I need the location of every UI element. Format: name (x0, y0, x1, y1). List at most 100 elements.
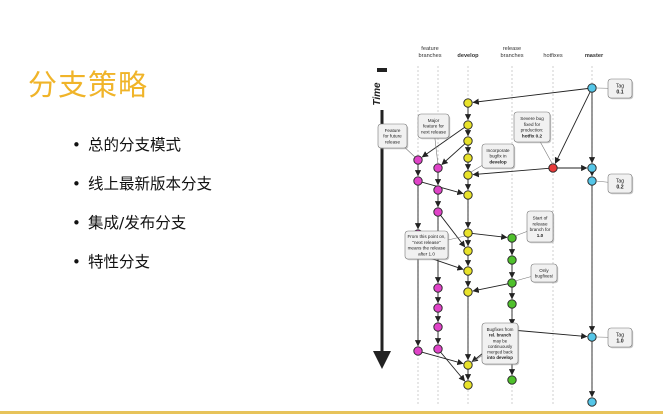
callout-line: production: (521, 128, 544, 133)
callout-line: bugfix in (489, 154, 507, 159)
commit-edge (472, 167, 549, 178)
callout-line: hotfix 0.2 (522, 133, 543, 138)
commit-node (587, 397, 597, 407)
bullet-text: 线上最新版本分支 (88, 175, 213, 193)
commit-node (463, 153, 473, 163)
bullet-item: • 集成/发布分支 (70, 214, 212, 253)
commit-node (587, 83, 597, 93)
column-header-line: develop (457, 53, 479, 59)
commit-node (507, 255, 517, 265)
callout-line: Severe bug (520, 116, 544, 121)
commit-node (463, 360, 473, 370)
column-header: hotfixes (543, 53, 562, 59)
column-header-line: feature (421, 46, 438, 52)
callout-line: 0.2 (616, 185, 623, 191)
callout-text: From this point on,"next release"means t… (407, 234, 445, 256)
commit-node (507, 375, 517, 385)
callout-box (404, 230, 449, 260)
bullet-dot-icon: • (72, 175, 81, 193)
commit-edge (472, 233, 508, 240)
commit-node (587, 176, 597, 186)
callout-line: bugfixes! (535, 274, 553, 279)
callout-line: From this point on, (407, 234, 445, 239)
callout-line: branch for (530, 227, 551, 232)
commit-node (433, 344, 443, 354)
time-label: Time (372, 82, 383, 106)
bullet-item: •总的分支模式 (70, 136, 212, 175)
callout-line: Tag (616, 83, 624, 89)
callout-line: 1.0 (537, 233, 544, 238)
callout-line: Only (539, 268, 549, 273)
column-header-line: release (503, 46, 521, 52)
bullet-list: •总的分支模式 • 线上最新版本分支 • 集成/发布分支 • 特性分支 (70, 136, 212, 292)
callout-box (607, 78, 633, 99)
callout-line: fixed for (524, 122, 541, 127)
commit-edge (421, 351, 464, 366)
commit-node (463, 136, 473, 146)
commit-node (433, 283, 443, 293)
commit-node (433, 163, 443, 173)
callout-box (513, 111, 551, 143)
callout-box (377, 123, 408, 149)
column-header: develop (457, 53, 479, 59)
commit-node (507, 233, 517, 243)
commit-node (463, 228, 473, 238)
commit-node (587, 163, 597, 173)
commit-node (463, 190, 473, 200)
commit-edge (441, 143, 466, 165)
callout-line: after 1.0 (418, 251, 435, 256)
callout-line: into develop (487, 355, 513, 360)
slide-title: 分支策略 (28, 68, 149, 102)
callout-line: Tag (616, 332, 624, 338)
commit-node (413, 155, 423, 165)
commit-node (413, 346, 423, 356)
column-header: master (585, 53, 604, 59)
callout-box (530, 263, 558, 283)
note-next-release: From this point on,"next release"means t… (404, 230, 466, 261)
commit-node (413, 176, 423, 186)
bullet-item: • 特性分支 (70, 253, 212, 292)
bullet-text: 特性分支 (88, 253, 151, 271)
callout-box (417, 113, 450, 139)
callout-box (481, 322, 519, 365)
time-axis: Time (372, 68, 391, 369)
callout-line: continuously (488, 344, 513, 349)
bullet-dot-icon: • (72, 253, 81, 271)
commit-node (463, 98, 473, 108)
commit-node (433, 322, 443, 332)
callout-box (607, 173, 633, 194)
bullet-text: 集成/发布分支 (88, 214, 187, 232)
commit-edge (472, 88, 588, 105)
callout-line: Tag (616, 178, 624, 184)
bullet-dot-icon: • (72, 214, 81, 232)
commit-node (433, 207, 443, 217)
callout-line: feature for (423, 124, 444, 129)
callout-line: means the release (408, 246, 446, 251)
commit-node (507, 299, 517, 309)
commit-edge (472, 283, 508, 293)
bullet-dot-icon: • (72, 136, 81, 154)
commit-node (433, 303, 443, 313)
commit-node (463, 246, 473, 256)
callout-line: Bugfixes from (487, 327, 514, 332)
callout-line: next release (421, 130, 446, 135)
commit-edge (421, 127, 465, 158)
callout-line: merged back (487, 350, 513, 355)
commit-edge (440, 215, 466, 248)
